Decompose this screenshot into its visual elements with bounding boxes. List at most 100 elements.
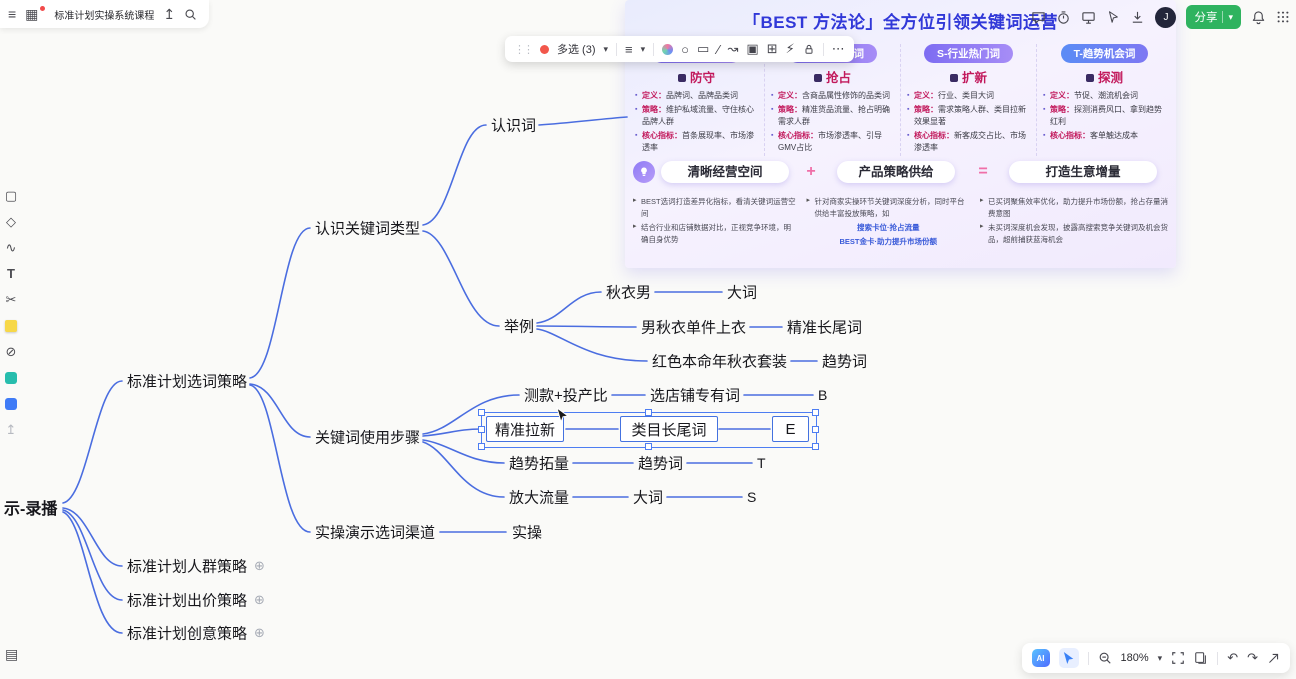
text-tool-icon[interactable]: T bbox=[7, 266, 15, 281]
column-kpi: 核心指标：首条展现率、市场渗透率 bbox=[635, 130, 758, 154]
more-icon[interactable]: ⋯ bbox=[831, 41, 845, 56]
lock-icon[interactable] bbox=[803, 43, 815, 56]
mindmap-node-example-2-tag[interactable]: 精准长尾词 bbox=[787, 319, 863, 337]
style-color-icon[interactable] bbox=[662, 43, 674, 55]
mindmap-node-bidding-strategy[interactable]: 标准计划出价策略 bbox=[127, 592, 248, 610]
divider bbox=[653, 42, 655, 56]
selection-handle[interactable] bbox=[812, 426, 819, 433]
mindmap-node-audience-strategy[interactable]: 标准计划人群策略 bbox=[127, 558, 248, 576]
shape-tool-icon[interactable]: ◇ bbox=[6, 213, 16, 229]
menu-icon[interactable]: ≡ bbox=[8, 6, 17, 22]
frame-icon[interactable]: ▣ bbox=[746, 41, 759, 56]
laser-tool-icon[interactable]: ⊘ bbox=[5, 343, 17, 359]
expand-branch-icon[interactable]: ⊕ bbox=[254, 558, 265, 573]
frame-tool-icon[interactable]: ▢ bbox=[4, 187, 18, 203]
mindmap-node-example[interactable]: 举例 bbox=[504, 318, 535, 336]
mindmap-node-step-1[interactable]: 测款+投产比 bbox=[524, 387, 608, 405]
selection-handle[interactable] bbox=[478, 409, 485, 416]
mindmap-node-example-3-tag[interactable]: 趋势词 bbox=[822, 353, 868, 371]
upload-tool-icon[interactable]: ↥ bbox=[5, 421, 17, 437]
selection-handle[interactable] bbox=[645, 443, 652, 450]
selection-handle[interactable] bbox=[812, 409, 819, 416]
mindmap-node-step-4[interactable]: 放大流量 bbox=[509, 489, 570, 507]
bottom-right-toolbar: AI 180% ▾ ↶ ↷ bbox=[1021, 643, 1290, 673]
expand-branch-icon[interactable]: ⊕ bbox=[254, 625, 265, 640]
connector-icon[interactable]: ↝ bbox=[727, 41, 739, 56]
export-icon[interactable]: ↥ bbox=[163, 5, 176, 22]
mindmap-root-node[interactable]: 示-录播 bbox=[4, 501, 58, 518]
mindmap-node-step-2-letter[interactable]: E bbox=[772, 416, 809, 442]
template-tool-icon[interactable] bbox=[5, 396, 17, 411]
mindmap-node-demo-channel[interactable]: 实操演示选词渠道 bbox=[315, 524, 436, 542]
board-icon[interactable]: ▦ bbox=[25, 5, 39, 22]
pages-icon[interactable] bbox=[1194, 651, 1208, 665]
mindmap-node-step-2-word[interactable]: 类目长尾词 bbox=[620, 416, 718, 442]
mindmap-node-know-words[interactable]: 认识词 bbox=[491, 117, 537, 135]
mindmap-node-step-1-word[interactable]: 选店铺专有词 bbox=[650, 387, 741, 405]
selection-handle[interactable] bbox=[478, 426, 485, 433]
script-notes-icon[interactable]: ▤ bbox=[5, 646, 19, 662]
mindmap-node-keyword-types[interactable]: 认识关键词类型 bbox=[315, 220, 421, 238]
rectangle-shape-icon[interactable]: ▭ bbox=[697, 41, 710, 56]
mindmap-node-demo-child[interactable]: 实操 bbox=[512, 524, 543, 542]
sticky-note-tool-icon[interactable] bbox=[5, 318, 17, 333]
chevron-down-icon[interactable]: ▾ bbox=[640, 43, 646, 54]
user-avatar[interactable]: J bbox=[1155, 6, 1177, 28]
pointer-icon[interactable] bbox=[1106, 10, 1120, 24]
line-shape-icon[interactable]: ∕ bbox=[717, 41, 720, 57]
undo-icon[interactable]: ↶ bbox=[1227, 650, 1239, 665]
chevron-down-icon[interactable]: ▾ bbox=[1157, 652, 1163, 663]
column-tag: 探测 bbox=[1043, 67, 1166, 86]
mindmap-node-example-1-tag[interactable]: 大词 bbox=[727, 284, 758, 302]
column-tag: 扩新 bbox=[907, 67, 1030, 86]
mindmap-node-step-3-letter[interactable]: T bbox=[757, 455, 766, 471]
timer-icon[interactable] bbox=[1056, 10, 1071, 25]
oval-shape-icon[interactable]: ○ bbox=[681, 41, 690, 57]
mindmap-node-step-3-word[interactable]: 趋势词 bbox=[638, 455, 684, 473]
insert-icon[interactable]: ⊞ bbox=[766, 41, 778, 56]
search-icon[interactable] bbox=[184, 8, 197, 21]
mindmap-node-word-selection-strategy[interactable]: 标准计划选词策略 bbox=[127, 373, 248, 391]
quick-style-lightning-icon[interactable]: ⚡ bbox=[785, 41, 795, 56]
redo-icon[interactable]: ↷ bbox=[1247, 650, 1258, 665]
expand-branch-icon[interactable]: ⊕ bbox=[254, 592, 265, 607]
mouse-cursor bbox=[556, 407, 570, 423]
multi-select-label[interactable]: 多选 (3) bbox=[557, 44, 596, 56]
mindmap-node-keyword-steps[interactable]: 关键词使用步骤 bbox=[315, 429, 421, 447]
mindmap-node-example-3[interactable]: 红色本命年秋衣套装 bbox=[652, 353, 788, 371]
notifications-bell-icon[interactable] bbox=[1251, 10, 1266, 25]
table-tool-icon[interactable] bbox=[5, 370, 17, 385]
drag-handle-icon[interactable]: ⋮⋮ bbox=[514, 43, 534, 56]
mindmap-node-example-1[interactable]: 秋衣男 bbox=[606, 284, 652, 302]
laser-pointer-icon[interactable] bbox=[1267, 652, 1280, 665]
selection-handle[interactable] bbox=[645, 409, 652, 416]
pen-tool-icon[interactable]: ∿ bbox=[5, 239, 17, 255]
mindmap-node-step-4-letter[interactable]: S bbox=[747, 489, 757, 505]
zoom-out-icon[interactable] bbox=[1098, 651, 1112, 665]
column-tag: 抢占 bbox=[771, 67, 894, 86]
zoom-level[interactable]: 180% bbox=[1120, 652, 1149, 664]
selection-handle[interactable] bbox=[478, 443, 485, 450]
selection-handle[interactable] bbox=[812, 443, 819, 450]
mindmap-node-step-1-letter[interactable]: B bbox=[818, 387, 828, 403]
share-button[interactable]: 分享▾ bbox=[1186, 5, 1241, 29]
mindmap-node-step-3[interactable]: 趋势拓量 bbox=[509, 455, 570, 473]
chevron-down-icon[interactable]: ▾ bbox=[603, 43, 609, 54]
mindmap-node-step-4-word[interactable]: 大词 bbox=[633, 489, 664, 507]
apps-grid-icon[interactable] bbox=[1276, 10, 1290, 24]
board-title[interactable]: 标准计划实操系统课程 bbox=[54, 10, 155, 22]
column-definition: 定义：行业、类目大词 bbox=[907, 90, 1030, 102]
select-cursor-icon[interactable] bbox=[1058, 648, 1079, 668]
mindmap-node-creative-strategy[interactable]: 标准计划创意策略 bbox=[127, 625, 248, 643]
top-right-toolbar: J 分享▾ bbox=[1031, 5, 1290, 29]
scissors-tool-icon[interactable]: ✂ bbox=[5, 291, 17, 307]
align-icon[interactable]: ≡ bbox=[625, 41, 633, 57]
color-indicator-dot[interactable] bbox=[540, 44, 549, 54]
comment-icon[interactable] bbox=[1031, 10, 1046, 25]
fit-screen-icon[interactable] bbox=[1171, 651, 1185, 665]
unsaved-red-dot bbox=[40, 6, 46, 11]
download-icon[interactable] bbox=[1130, 10, 1145, 25]
ai-assistant-icon[interactable]: AI bbox=[1031, 649, 1050, 667]
present-icon[interactable] bbox=[1081, 10, 1096, 25]
mindmap-node-example-2[interactable]: 男秋衣单件上衣 bbox=[641, 319, 747, 337]
